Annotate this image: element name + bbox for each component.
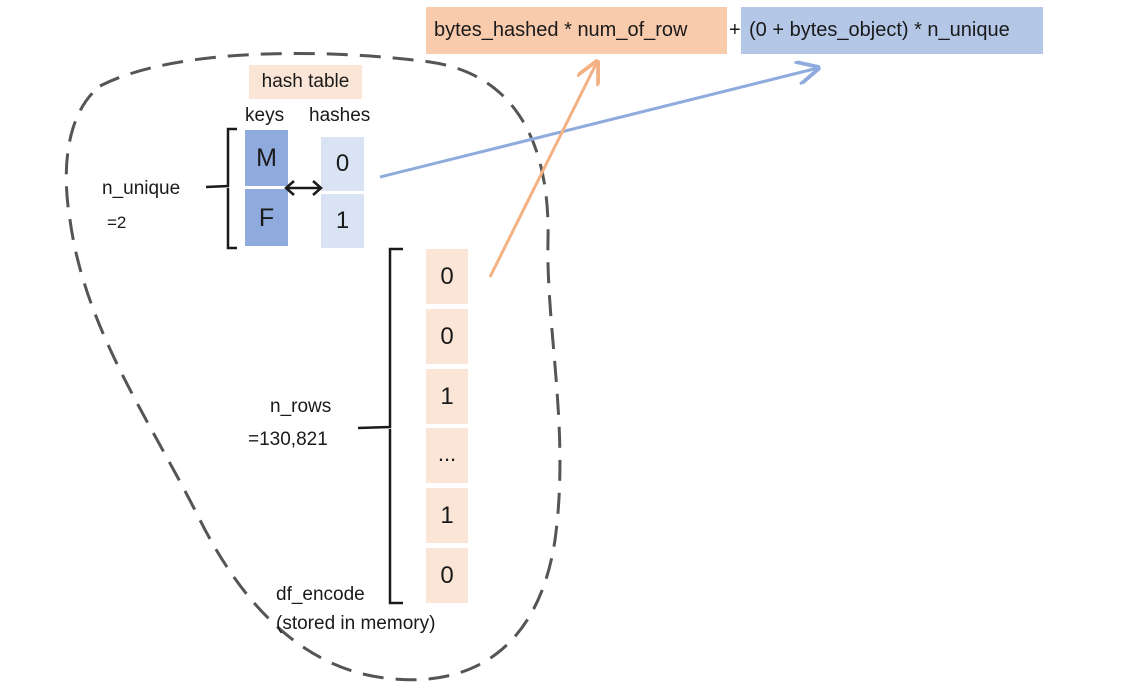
orange-arrow [488,62,597,278]
n-unique-value: =2 [107,213,127,232]
encode-cell-4-box [426,488,468,543]
hash-cell-0-box [321,137,364,191]
hash-cell-1-box [321,194,364,248]
key-cell-f-box [245,189,288,246]
formula-object-box [741,7,1043,54]
key-hash-double-arrow [284,180,323,196]
blue-arrow [379,68,818,179]
formula-hashed-box [426,7,727,54]
encode-cell: 1 [440,383,454,410]
encode-cell-3-box [426,428,468,483]
encode-cell: 1 [440,502,454,529]
encode-cell-5-box [426,548,468,603]
n-unique-label: n_unique [102,178,181,199]
memory-dashed-outline [64,51,562,682]
encode-cell-ellipsis: ... [437,441,457,466]
df-encode-sublabel: (stored in memory) [276,613,436,634]
key-cell-m-box [245,130,288,186]
encode-cell-1-box [426,309,468,364]
encode-cell: 0 [440,323,454,350]
formula-plus-sign: + [729,19,741,41]
encode-cell-2-box [426,369,468,424]
hash-cell-1: 1 [335,207,350,234]
n-unique-bracket [205,127,237,250]
hash-table-title-box [249,65,362,99]
encode-cell: 0 [440,263,454,290]
formula-object-term: (0 + bytes_object) * n_unique [749,19,1010,41]
hashes-header: hashes [309,105,371,126]
n-rows-label: n_rows [270,396,332,417]
n-rows-value: =130,821 [248,429,328,450]
encode-cell: 0 [440,562,454,589]
keys-header: keys [245,105,285,126]
key-cell-f: F [258,204,275,232]
hash-table-title: hash table [261,71,350,92]
n-rows-bracket [357,247,403,605]
df-encode-label: df_encode [276,584,365,605]
encode-cell-0-box [426,249,468,304]
key-cell-m: M [256,144,277,172]
formula-hashed-term: bytes_hashed * num_of_row [434,19,688,41]
hash-cell-0: 0 [335,150,350,177]
